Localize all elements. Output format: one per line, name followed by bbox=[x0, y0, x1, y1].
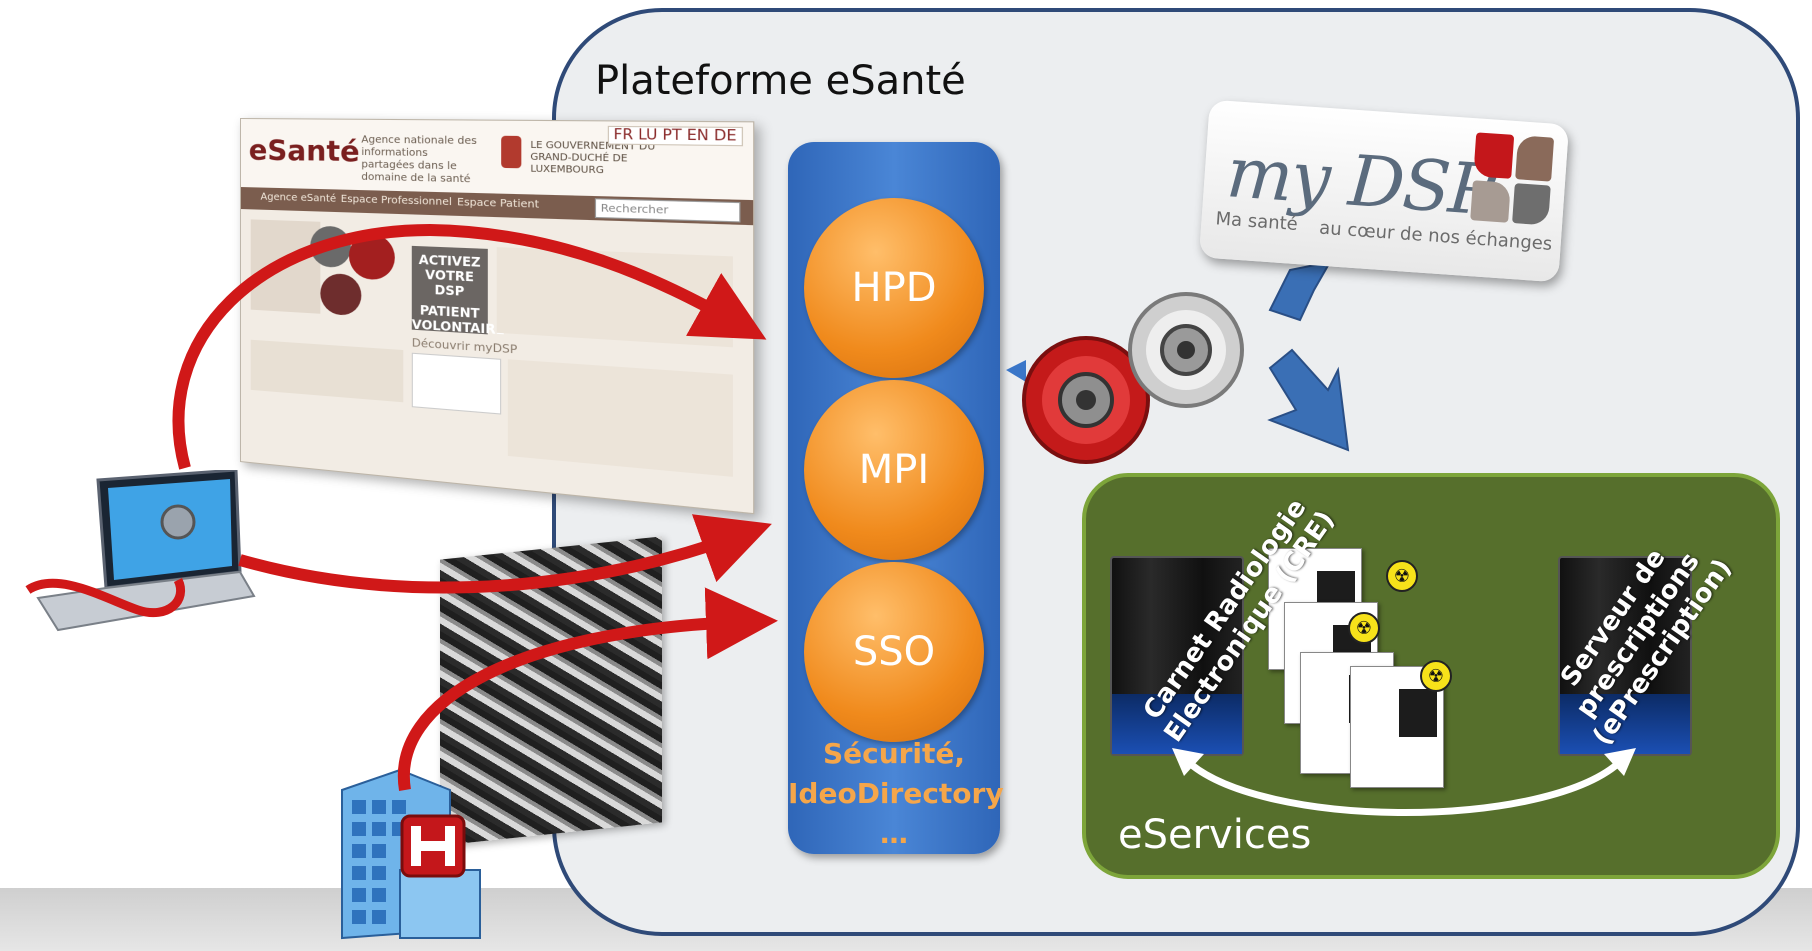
footer-line: Sécurité, bbox=[822, 737, 966, 770]
platform-title: Plateforme eSanté bbox=[595, 58, 966, 104]
radiation-icon: ☢ bbox=[1420, 660, 1452, 692]
footer-line: IdeoDirectory bbox=[788, 777, 1004, 810]
mpi-service[interactable]: MPI bbox=[804, 380, 984, 560]
arrow-website-to-platform bbox=[172, 223, 767, 470]
footer-line: … bbox=[880, 817, 908, 850]
arrow-laptop-to-platform bbox=[238, 514, 772, 594]
mydsp-logo-mark bbox=[1473, 132, 1515, 179]
laptop-stethoscope-icon bbox=[25, 470, 256, 632]
server-panel bbox=[1112, 694, 1242, 754]
mydsp-logo-mark bbox=[1470, 180, 1511, 223]
radiation-icon: ☢ bbox=[1386, 560, 1418, 592]
eprescription-server-icon bbox=[1558, 556, 1692, 756]
arrow-to-mydsp bbox=[1268, 260, 1332, 322]
mydsp-logo-mark bbox=[1515, 135, 1555, 182]
gears-icon bbox=[1006, 292, 1244, 464]
arrow-hospital-to-platform bbox=[397, 587, 778, 791]
mydsp-card[interactable]: my DSP Ma santé au cœur de nos échanges bbox=[1198, 99, 1570, 283]
sso-service[interactable]: SSO bbox=[804, 562, 984, 742]
column-footer: Sécurité, IdeoDirectory … bbox=[788, 734, 1004, 854]
xray-image bbox=[1399, 689, 1437, 737]
eservices-label: eServices bbox=[1118, 812, 1312, 858]
server-panel bbox=[1560, 694, 1690, 754]
hospital-icon bbox=[341, 768, 481, 940]
blue-arrows bbox=[1267, 260, 1350, 452]
hpd-service[interactable]: HPD bbox=[804, 198, 984, 378]
mydsp-logo-mark bbox=[1512, 183, 1551, 226]
exchange-arrow bbox=[1172, 748, 1636, 816]
arrow-to-eservices bbox=[1267, 348, 1350, 452]
platform-services-column: HPD MPI SSO Sécurité, IdeoDirectory … bbox=[788, 142, 1004, 854]
radiation-icon: ☢ bbox=[1348, 612, 1380, 644]
mydsp-tagline-left: Ma santé bbox=[1214, 208, 1299, 236]
